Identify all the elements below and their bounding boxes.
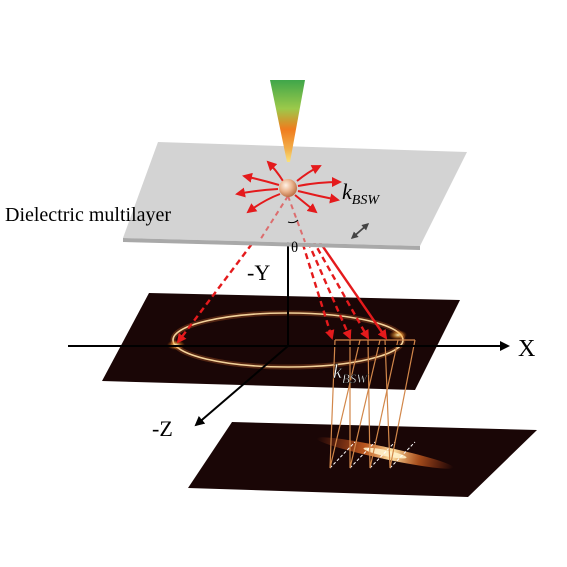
k-subscript-2: BSW [342,371,368,386]
tapered-fiber-probe-icon [270,80,305,162]
k-symbol: k [342,179,353,204]
bottom-image-plane [188,422,537,497]
z-axis [194,345,289,427]
theta-arc [287,219,299,224]
x-axis-label: X [518,336,535,362]
multilayer-label: Dielectric multilayer [5,204,171,226]
double-headed-arrow-icon [350,223,370,239]
middle-image-plane [102,293,460,390]
emission-arrows [235,160,342,214]
nanoparticle-sphere-icon [279,179,297,197]
neg-z-axis-label: -Z [152,416,173,441]
neg-y-axis-label: -Y [247,260,270,285]
k-bsw-label-top: kBSW [342,179,380,208]
k-symbol-2: k [333,361,343,383]
k-bsw-label-bottom: kBSW [333,361,368,386]
collection-cones [329,339,416,469]
dielectric-multilayer-plate [123,142,467,250]
k-subscript: BSW [352,193,381,208]
theta-label: θ [291,240,298,256]
